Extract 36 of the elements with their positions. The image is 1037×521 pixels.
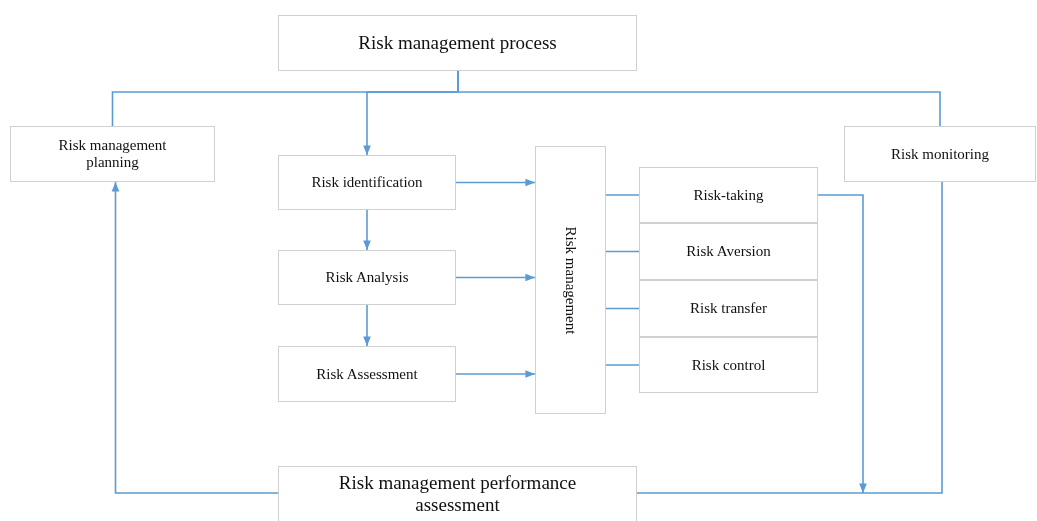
process-box: [639, 167, 818, 223]
process-box: [639, 280, 818, 337]
node-label: Risk management performance assessment: [337, 472, 578, 516]
connector-line: [605, 194, 640, 196]
arrow: [455, 273, 536, 282]
node-label: Risk management process: [358, 32, 557, 54]
process-box: [278, 346, 456, 402]
arrow: [455, 370, 536, 378]
arrow: [455, 178, 536, 187]
arrow: [363, 209, 371, 251]
connector-line: [636, 181, 943, 494]
node-label: Risk Assessment: [316, 365, 418, 383]
arrow: [111, 181, 279, 494]
arrow: [817, 194, 867, 494]
node-label: Risk-taking: [693, 186, 764, 204]
process-box: [278, 250, 456, 305]
node-label: Risk monitoring: [891, 145, 989, 163]
node-label: Risk identification: [311, 174, 423, 191]
process-box: [278, 466, 637, 521]
process-box: [639, 223, 818, 280]
connector-line: [605, 307, 640, 310]
node-label: Risk management planning: [57, 137, 168, 171]
connector-line: [605, 364, 640, 366]
arrow: [363, 304, 371, 347]
process-box: [639, 337, 818, 393]
process-box: [278, 155, 456, 210]
node-label: Risk transfer: [689, 300, 768, 317]
node-label: Risk Analysis: [325, 269, 409, 286]
process-box: [844, 126, 1036, 182]
vertical-process-box: [535, 146, 606, 414]
process-box: [278, 15, 637, 71]
node-label: Risk management: [562, 226, 579, 334]
node-label: Risk Aversion: [686, 243, 771, 260]
process-box: [10, 126, 215, 182]
connector-line: [605, 250, 640, 253]
node-label: Risk control: [691, 356, 766, 374]
